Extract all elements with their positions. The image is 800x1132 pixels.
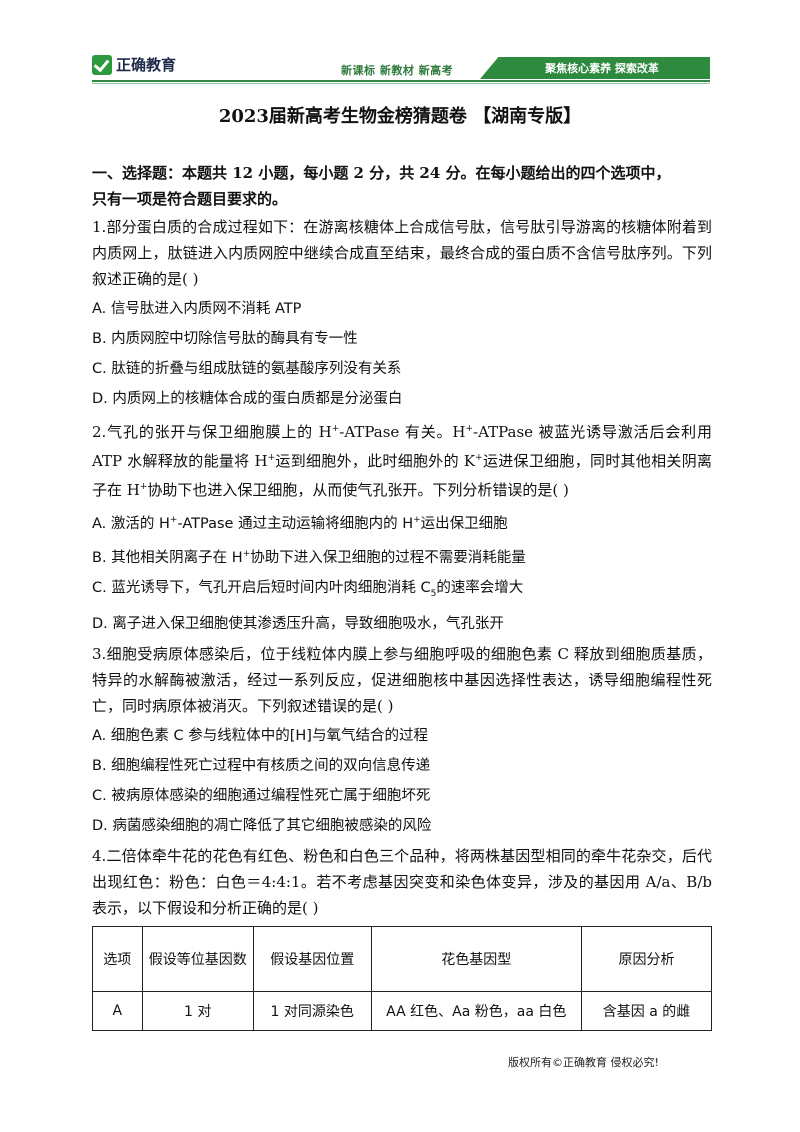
superscript-plus: + — [242, 548, 251, 559]
table-cell: 1 对同源染色 — [252, 991, 372, 1031]
q2-stem-part: -ATPase 被蓝光诱导激活后会利用 ATP 水解释放的能量将 H — [92, 423, 712, 470]
question-4-stem: 4.二倍体牵牛花的花色有红色、粉色和白色三个品种，将两株基因型相同的牵牛花杂交，… — [92, 846, 712, 917]
q2-option-c: C. 蓝光诱导下，气孔开启后短时间内叶肉细胞消耗 C5的速率会增大 — [92, 573, 712, 609]
answer-table: 选项 假设等位基因数 假设基因位置 花色基因型 原因分析 A 1 对 1 对同源… — [92, 926, 713, 1031]
q1-option-b: B. 内质网腔中切除信号肽的酶具有专一性 — [92, 331, 358, 347]
page-title: 2023届新高考生物金榜猜题卷 【湖南专版】 — [218, 106, 582, 127]
q1-option-d: D. 内质网上的核糖体合成的蛋白质都是分泌蛋白 — [92, 391, 403, 407]
q2-stem-part: 运到细胞外，此时细胞外的 K — [275, 452, 476, 470]
table-header: 选项 — [92, 926, 143, 992]
table-header: 花色基因型 — [370, 926, 582, 992]
table-header-row: 选项 假设等位基因数 假设基因位置 花色基因型 原因分析 — [92, 926, 713, 992]
section-heading: 一、选择题：本题共 12 小题，每小题 2 分，共 24 分。在每小题给出的四个… — [92, 160, 712, 212]
checkmark-icon — [92, 54, 112, 75]
header-divider-thin — [92, 83, 710, 84]
q2-stem-part: 2.气孔的张开与保卫细胞膜上的 H — [92, 423, 332, 441]
superscript-plus: + — [169, 515, 178, 525]
section-heading-line-1: 一、选择题：本题共 12 小题，每小题 2 分，共 24 分。在每小题给出的四个… — [92, 164, 671, 182]
q2-stem-part: 协助下也进入保卫细胞，从而使气孔张开。下列分析错误的是( ) — [147, 481, 569, 499]
q2-a-part: A. 激活的 H — [92, 515, 170, 532]
table-cell: AA 红色、Aa 粉色，aa 白色 — [370, 991, 582, 1031]
question-1-stem: 1.部分蛋白质的合成过程如下：在游离核糖体上合成信号肽，信号肽引导游离的核糖体附… — [92, 218, 712, 288]
table-header: 假设等位基因数 — [141, 926, 254, 992]
q1-option-c: C. 肽链的折叠与组成肽链的氨基酸序列没有关系 — [92, 361, 402, 377]
q2-c-part: C. 蓝光诱导下，气孔开启后短时间内叶肉细胞消耗 C — [92, 579, 431, 596]
q3-option-d: D. 病菌感染细胞的凋亡降低了其它细胞被感染的风险 — [92, 817, 432, 834]
question-3-stem: 3.细胞受病原体感染后，位于线粒体内膜上参与细胞呼吸的细胞色素 C 释放到细胞质… — [92, 644, 712, 715]
q2-c-part: 的速率会增大 — [436, 579, 524, 596]
q2-b-part: B. 其他相关阴离子在 H — [92, 549, 243, 566]
q3-option-c: C. 被病原体感染的细胞通过编程性死亡属于细胞坏死 — [92, 787, 431, 804]
superscript-plus: + — [465, 424, 474, 434]
superscript-plus: + — [139, 482, 148, 492]
logo-text: 正确教育 — [116, 56, 177, 74]
q2-a-part: 运出保卫细胞 — [420, 515, 508, 532]
header-tag-focus-text: 聚焦核心素养 探索改革 — [545, 62, 659, 75]
table-cell: 含基因 a 的雌 — [580, 991, 713, 1031]
q2-a-part: -ATPase 通过主动运输将细胞内的 H — [177, 515, 414, 532]
table-header: 原因分析 — [580, 926, 713, 992]
q1-option-a: A. 信号肽进入内质网不消耗 ATP — [92, 301, 302, 317]
question-2-stem: 2.气孔的张开与保卫细胞膜上的 H+-ATPase 有关。H+-ATPase 被… — [92, 416, 712, 503]
subscript-5: 5 — [430, 588, 437, 599]
q2-stem-part: -ATPase 有关。H — [339, 423, 466, 441]
table-cell: A — [92, 991, 143, 1031]
superscript-plus: + — [331, 424, 340, 434]
q2-option-b: B. 其他相关阴离子在 H+协助下进入保卫细胞的过程不需要消耗能量 — [92, 539, 712, 573]
superscript-plus: + — [267, 453, 276, 463]
q2-option-a: A. 激活的 H+-ATPase 通过主动运输将细胞内的 H+运出保卫细胞 — [92, 505, 712, 539]
header-divider — [92, 80, 710, 82]
page-header: 正确教育 新课标 新教材 新高考 聚焦核心素养 探索改革 — [92, 46, 710, 86]
header-tag-new: 新课标 新教材 新高考 — [341, 64, 454, 77]
logo: 正确教育 — [92, 54, 176, 75]
table-header: 假设基因位置 — [252, 926, 372, 992]
q3-option-a: A. 细胞色素 C 参与线粒体中的[H]与氧气结合的过程 — [92, 727, 428, 744]
superscript-plus: + — [413, 515, 421, 525]
section-heading-line-2: 只有一项是符合题目要求的。 — [92, 190, 288, 208]
q2-stem-part: 运进保卫细胞，同时其他相关阴离子在 H — [92, 452, 712, 499]
q2-b-part: 协助下进入保卫细胞的过程不需要消耗能量 — [250, 549, 526, 566]
superscript-plus: + — [475, 453, 483, 463]
table-cell: 1 对 — [141, 991, 254, 1031]
exam-content: 一、选择题：本题共 12 小题，每小题 2 分，共 24 分。在每小题给出的四个… — [92, 160, 712, 923]
table-row: A 1 对 1 对同源染色 AA 红色、Aa 粉色，aa 白色 含基因 a 的雌 — [92, 991, 713, 1031]
q3-option-b: B. 细胞编程性死亡过程中有核质之间的双向信息传递 — [92, 757, 431, 774]
q2-option-d: D. 离子进入保卫细胞使其渗透压升高，导致细胞吸水，气孔张开 — [92, 615, 504, 632]
header-tag-focus: 聚焦核心素养 探索改革 — [480, 57, 710, 79]
copyright-footer: 版权所有©正确教育 侵权必究! — [508, 1056, 659, 1069]
